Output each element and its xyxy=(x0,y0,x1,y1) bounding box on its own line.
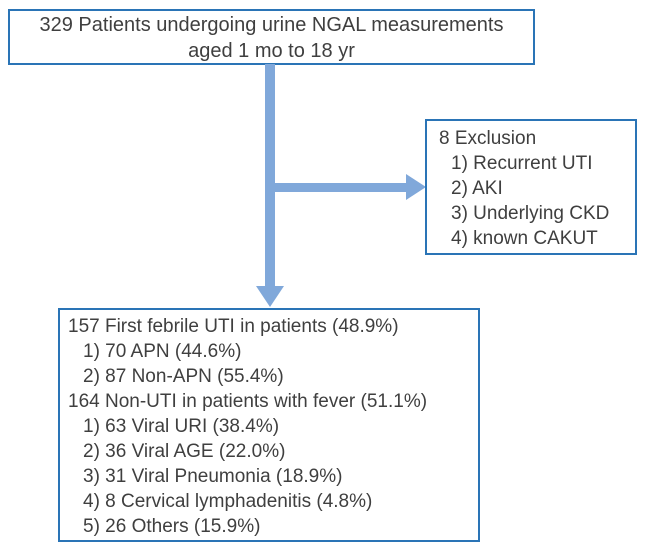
exclusion-box: 8 Exclusion 1) Recurrent UTI 2) AKI 3) U… xyxy=(425,119,637,255)
outcome-uti-item-1: 1) 70 APN (44.6%) xyxy=(83,341,242,362)
outcome-uti-header: 157 First febrile UTI in patients (48.9%… xyxy=(68,316,399,337)
outcome-nonuti-item-5: 5) 26 Others (15.9%) xyxy=(83,516,261,537)
outcome-nonuti-header: 164 Non-UTI in patients with fever (51.1… xyxy=(68,391,428,412)
outcome-uti-item-2: 2) 87 Non-APN (55.4%) xyxy=(83,366,284,387)
exclusion-item-3: 3) Underlying CKD xyxy=(451,203,610,224)
outcome-nonuti-item-1: 1) 63 Viral URI (38.4%) xyxy=(83,416,280,437)
enrollment-line-1: 329 Patients undergoing urine NGAL measu… xyxy=(39,14,504,36)
right-arrow-shaft xyxy=(270,183,406,192)
down-arrow-head-icon xyxy=(256,286,284,307)
down-arrow-shaft xyxy=(265,64,275,287)
outcome-nonuti-item-2: 2) 36 Viral AGE (22.0%) xyxy=(83,441,286,462)
enrollment-box: 329 Patients undergoing urine NGAL measu… xyxy=(8,9,535,65)
outcome-nonuti-item-4: 4) 8 Cervical lymphadenitis (4.8%) xyxy=(83,491,373,512)
outcome-box: 157 First febrile UTI in patients (48.9%… xyxy=(58,308,480,542)
exclusion-item-1: 1) Recurrent UTI xyxy=(451,153,593,174)
exclusion-item-4: 4) known CAKUT xyxy=(451,228,598,249)
outcome-nonuti-item-3: 3) 31 Viral Pneumonia (18.9%) xyxy=(83,466,343,487)
right-arrow-head-icon xyxy=(406,174,426,200)
exclusion-item-2: 2) AKI xyxy=(451,178,503,199)
enrollment-line-2: aged 1 mo to 18 yr xyxy=(188,40,355,62)
exclusion-title: 8 Exclusion xyxy=(439,128,537,149)
